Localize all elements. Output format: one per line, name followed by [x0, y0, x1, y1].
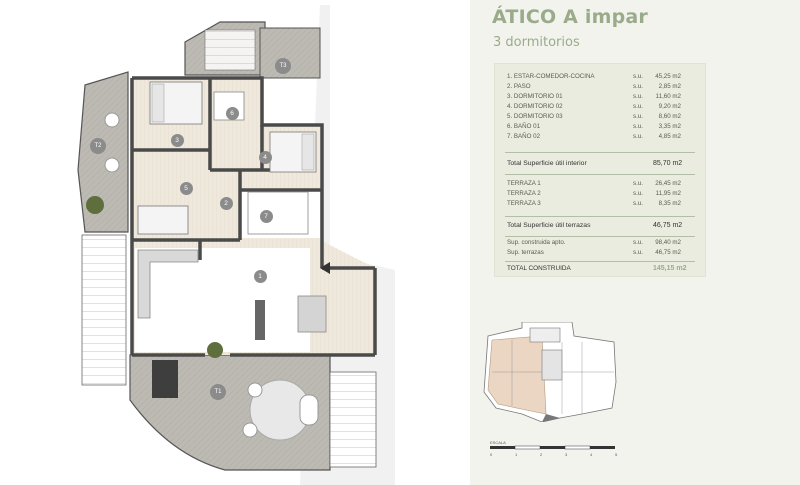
grand-total-value: 145,15 m2: [653, 265, 687, 272]
terrace-value: 26,45 m2: [655, 180, 681, 187]
room-marker-t3: T3: [275, 58, 291, 74]
room-marker-1: 1: [253, 269, 267, 283]
room-label: 6. BAÑO 01: [507, 123, 541, 130]
room-row: 5. DORMITORIO 03 s.u. 8,60 m2: [507, 112, 695, 122]
room-su: s.u.: [633, 123, 643, 130]
room-su: s.u.: [633, 103, 643, 110]
room-su: s.u.: [633, 113, 643, 120]
built-su: s.u.: [633, 249, 643, 256]
page-title: ÁTICO A impar: [492, 6, 648, 28]
room-row: 2. PASO s.u. 2,85 m2: [507, 82, 695, 92]
terraces-total-label: Total Superficie útil terrazas: [507, 222, 591, 229]
room-su: s.u.: [633, 93, 643, 100]
room-row: 1. ESTAR-COMEDOR-COCINA s.u. 45,25 m2: [507, 72, 695, 82]
room-su: s.u.: [633, 83, 643, 90]
sofa: [137, 249, 199, 319]
room-value: 8,60 m2: [658, 113, 681, 120]
bed-dormitorio-03: [137, 205, 189, 235]
terrace-value: 11,95 m2: [655, 190, 681, 197]
interior-total-value: 85,70 m2: [653, 160, 683, 167]
built-su: s.u.: [633, 239, 643, 246]
terraces-total-value: 46,75 m2: [653, 222, 683, 229]
built-value: 98,40 m2: [655, 239, 681, 246]
interior-total-label: Total Superficie útil interior: [507, 160, 587, 167]
room-label: 2. PASO: [507, 83, 531, 90]
room-label: 4. DORMITORIO 02: [507, 103, 563, 110]
room-marker-2: 2: [219, 196, 233, 210]
room-row: 3. DORMITORIO 01 s.u. 11,60 m2: [507, 92, 695, 102]
room-value: 2,85 m2: [658, 83, 681, 90]
bed-dormitorio-02: [269, 131, 317, 173]
room-label: 3. DORMITORIO 01: [507, 93, 563, 100]
terrace-row: TERRAZA 1 s.u. 26,45 m2: [507, 179, 695, 189]
built-row: Sup. construida apto. s.u. 98,40 m2: [507, 238, 695, 248]
divider: [505, 261, 695, 262]
built-row: Sup. terrazas s.u. 46,75 m2: [507, 248, 695, 258]
terrace-label: TERRAZA 1: [507, 180, 541, 187]
grand-total-row: TOTAL CONSTRUIDA 145,15 m2: [507, 263, 695, 275]
terrace-su: s.u.: [633, 200, 643, 207]
built-label: Sup. terrazas: [507, 249, 544, 256]
room-marker-t2: T2: [90, 138, 106, 154]
room-marker-3: 3: [170, 133, 184, 147]
walls: [130, 76, 377, 357]
scale-label: ESCALA: [490, 440, 506, 445]
room-value: 4,85 m2: [658, 133, 681, 140]
grand-total-label: TOTAL CONSTRUIDA: [507, 265, 571, 272]
key-plan: [483, 322, 617, 422]
terrace-row: TERRAZA 2 s.u. 11,95 m2: [507, 189, 695, 199]
page-subtitle: 3 dormitorios: [493, 35, 580, 50]
room-label: 5. DORMITORIO 03: [507, 113, 563, 120]
scale-tick: 3: [565, 452, 568, 457]
terrace-value: 8,35 m2: [658, 200, 681, 207]
scale-tick: 2: [540, 452, 543, 457]
entrance-arrow: [320, 262, 330, 274]
scale-tick: 4: [590, 452, 593, 457]
built-label: Sup. construida apto.: [507, 239, 566, 246]
interior-total-row: Total Superficie útil interior 85,70 m2: [507, 158, 695, 170]
divider: [505, 174, 695, 175]
room-value: 3,35 m2: [658, 123, 681, 130]
built-value: 46,75 m2: [655, 249, 681, 256]
scale-tick: 1: [515, 452, 518, 457]
room-marker-5: 5: [179, 181, 193, 195]
bed-dormitorio-01: [149, 81, 203, 125]
terrace-su: s.u.: [633, 190, 643, 197]
terrace-su: s.u.: [633, 180, 643, 187]
room-su: s.u.: [633, 73, 643, 80]
room-label: 7. BAÑO 02: [507, 133, 541, 140]
divider: [505, 152, 695, 153]
room-row: 7. BAÑO 02 s.u. 4,85 m2: [507, 132, 695, 142]
room-su: s.u.: [633, 133, 643, 140]
room-row: 6. BAÑO 01 s.u. 3,35 m2: [507, 122, 695, 132]
room-label: 1. ESTAR-COMEDOR-COCINA: [507, 73, 595, 80]
room-value: 11,60 m2: [655, 93, 681, 100]
terrace-label: TERRAZA 2: [507, 190, 541, 197]
terraces-total-row: Total Superficie útil terrazas 46,75 m2: [507, 220, 695, 232]
scale-tick: 5: [615, 452, 618, 457]
terrace-label: TERRAZA 3: [507, 200, 541, 207]
room-value: 45,25 m2: [655, 73, 681, 80]
divider: [505, 216, 695, 217]
scale-tick: 0: [490, 452, 493, 457]
floor-plan-drawing: [77, 5, 395, 485]
info-panel: ÁTICO A impar 3 dormitorios 1. ESTAR-COM…: [470, 0, 800, 485]
room-value: 9,20 m2: [658, 103, 681, 110]
scale-bar: ESCALA 0 1 2 3 4 5: [490, 438, 640, 466]
room-marker-6: 6: [225, 106, 239, 120]
room-marker-4: 4: [258, 150, 272, 164]
terrace-row: TERRAZA 3 s.u. 8,35 m2: [507, 199, 695, 209]
room-row: 4. DORMITORIO 02 s.u. 9,20 m2: [507, 102, 695, 112]
surface-table: 1. ESTAR-COMEDOR-COCINA s.u. 45,25 m2 2. PA…: [494, 63, 706, 277]
kitchen-island: [297, 295, 327, 333]
divider: [505, 236, 695, 237]
room-marker-7: 7: [259, 209, 273, 223]
room-marker-t1: T1: [210, 384, 226, 400]
